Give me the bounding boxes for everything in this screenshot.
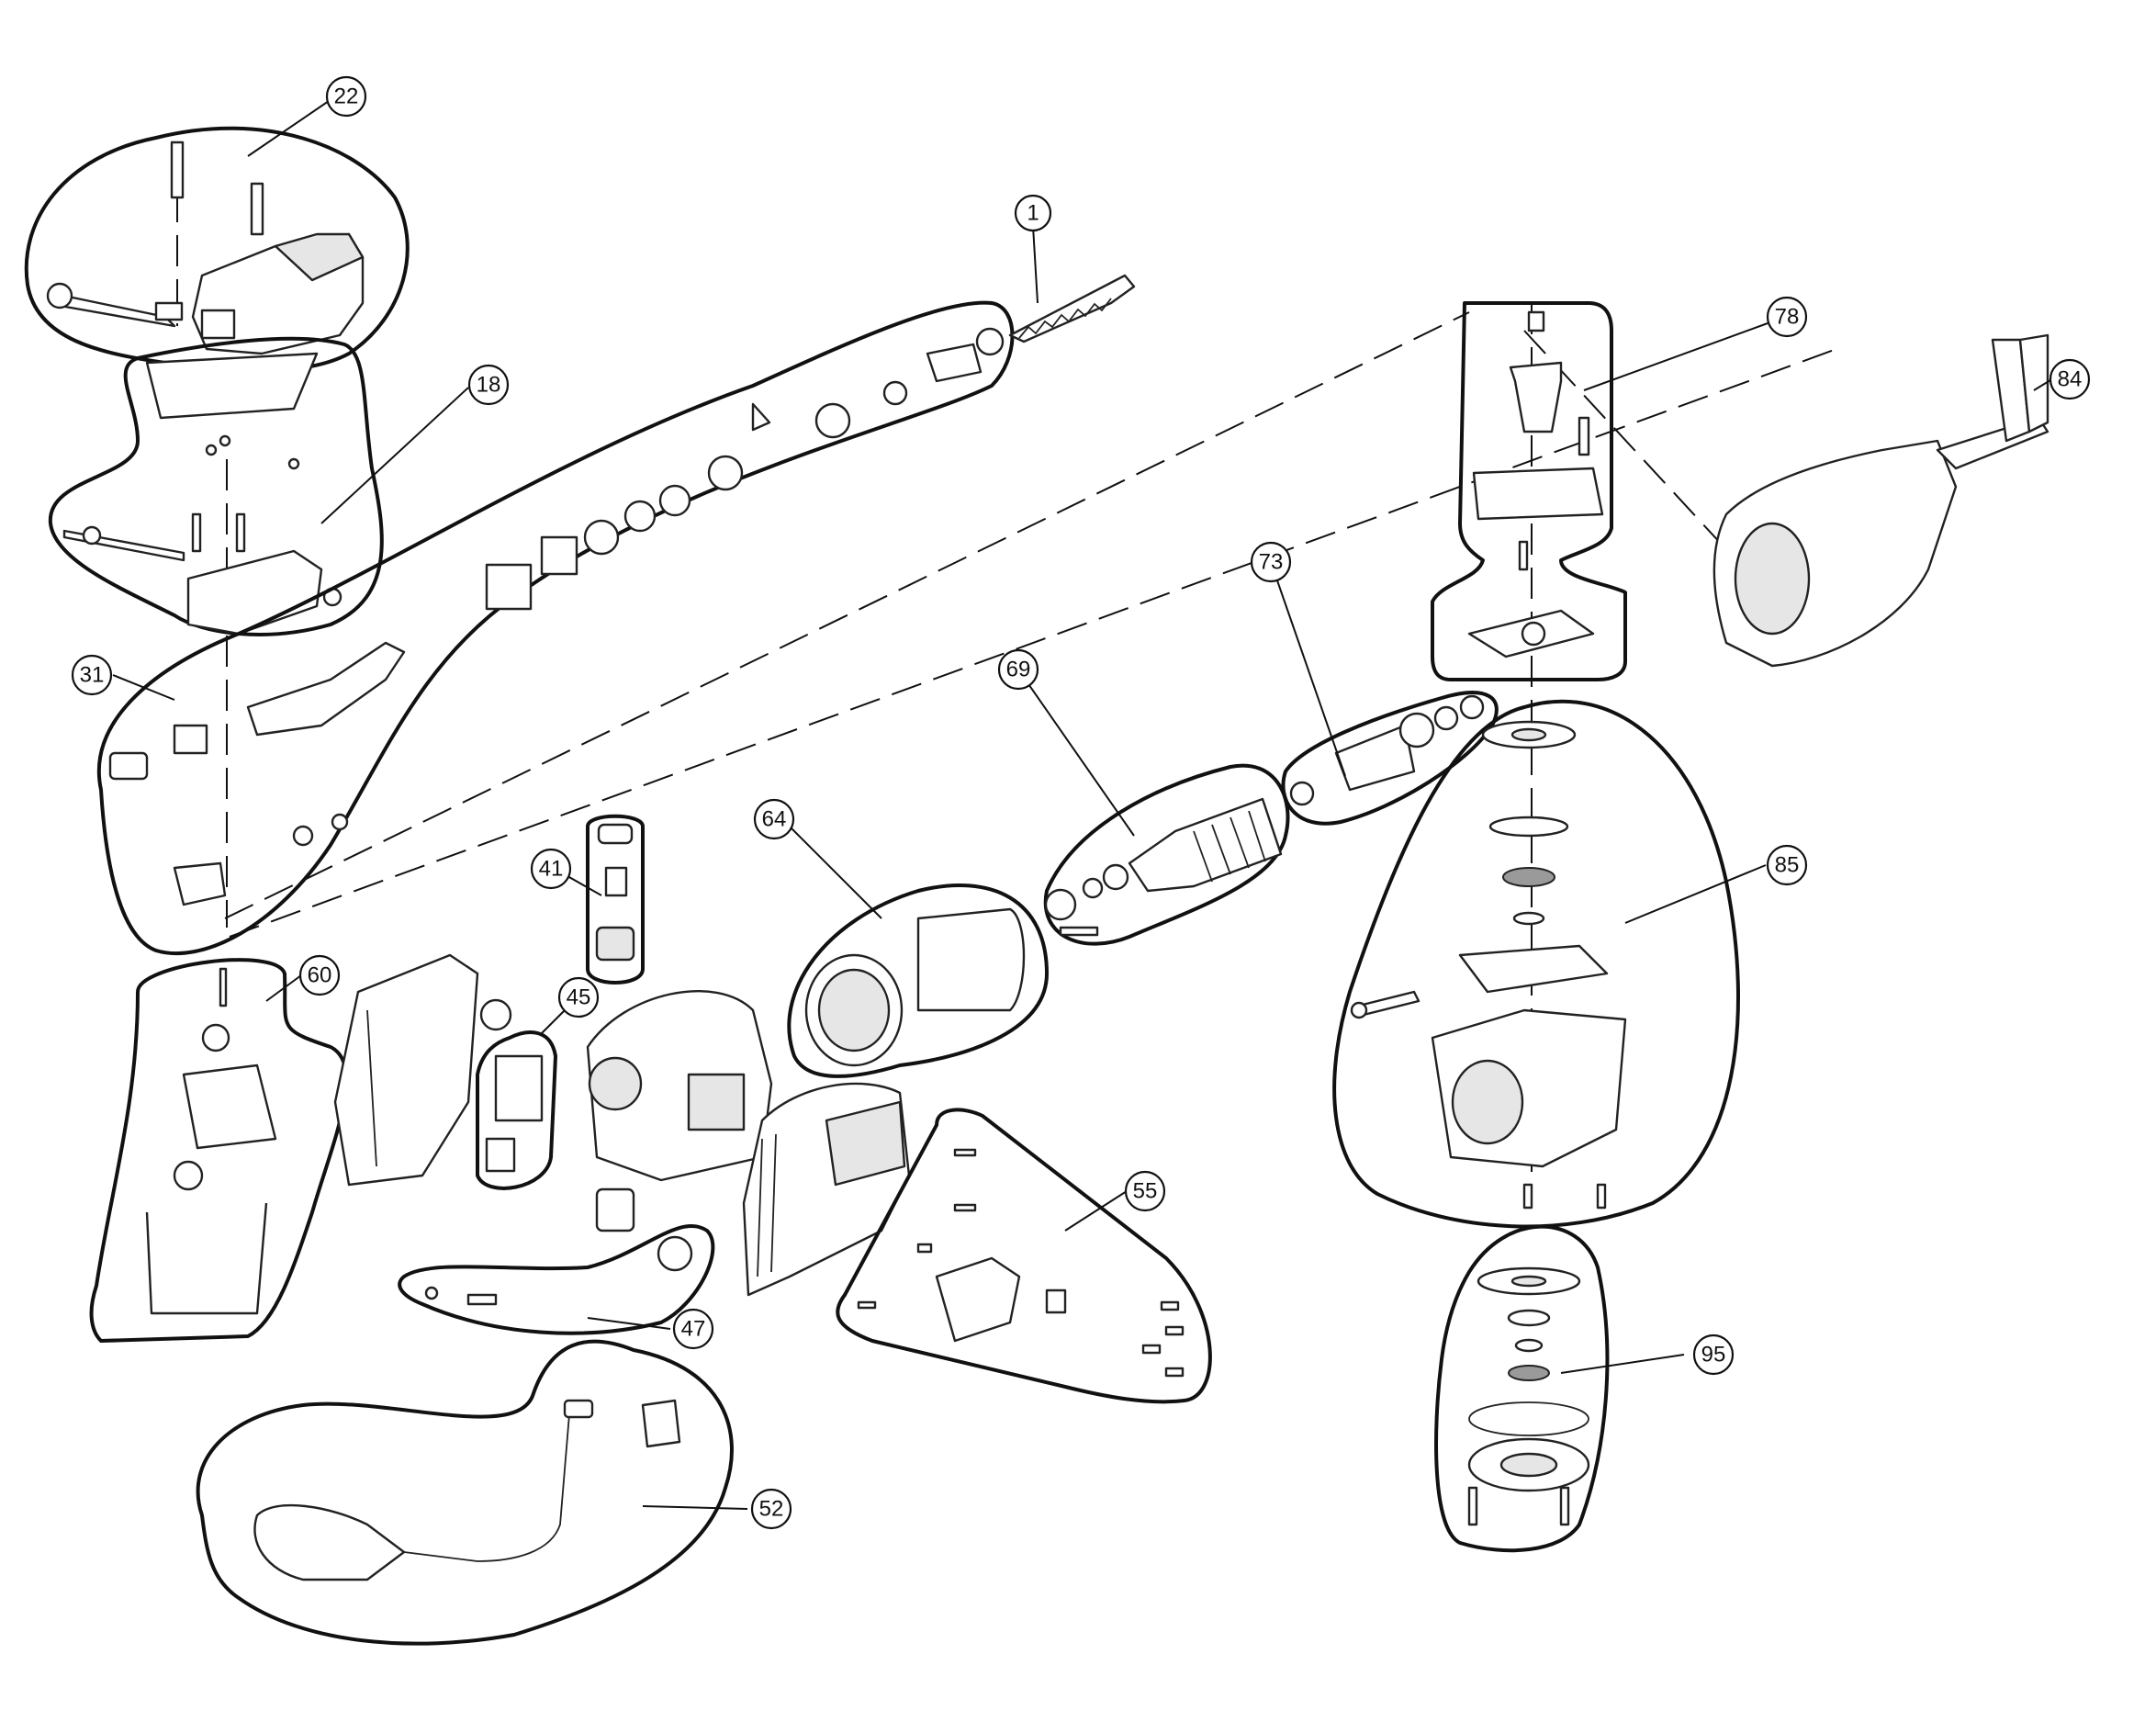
group-60-parts <box>145 967 277 1315</box>
motor-housing-center <box>586 990 773 1232</box>
svg-text:78: 78 <box>1775 305 1800 330</box>
group-47-outline <box>398 1224 715 1335</box>
callout-78: 78 <box>1766 296 1808 338</box>
group-60-outline <box>89 958 349 1343</box>
group-41-parts <box>595 823 635 962</box>
group-22-outline <box>24 126 410 373</box>
group-18-parts <box>62 352 342 636</box>
svg-text:55: 55 <box>1133 1179 1158 1204</box>
callout-95: 95 <box>1692 1334 1735 1376</box>
callout-73: 73 <box>1250 541 1292 583</box>
callout-85: 85 <box>1766 844 1808 886</box>
part-84-housing <box>1712 333 2049 668</box>
group-85-parts <box>1350 720 1627 1210</box>
svg-text:95: 95 <box>1701 1343 1726 1367</box>
group-55-parts <box>857 1148 1185 1378</box>
group-31-parts <box>108 327 1005 906</box>
callout-1: 1 <box>1014 194 1052 232</box>
group-64-parts <box>804 907 1026 1067</box>
group-18-outline <box>48 336 384 636</box>
callout-22: 22 <box>325 75 367 118</box>
callout-18: 18 <box>467 364 510 406</box>
group-69-parts <box>1044 797 1283 937</box>
svg-text:22: 22 <box>334 84 359 109</box>
group-64-outline <box>787 883 1049 1078</box>
svg-text:31: 31 <box>80 663 105 688</box>
group-45-parts <box>485 1054 544 1173</box>
group-52-outline <box>196 1339 734 1646</box>
svg-text:18: 18 <box>477 373 501 398</box>
svg-text:45: 45 <box>567 985 591 1010</box>
group-78-parts <box>1467 310 1604 658</box>
svg-text:84: 84 <box>2058 367 2083 392</box>
svg-text:1: 1 <box>1027 201 1039 226</box>
group-45-outline <box>476 1030 557 1190</box>
callout-84: 84 <box>2049 358 2091 400</box>
part-1-blade <box>1008 274 1136 343</box>
group-78-outline <box>1431 301 1627 681</box>
group-73-parts <box>1289 694 1485 806</box>
callout-64: 64 <box>753 798 795 840</box>
group-95-outline <box>1434 1224 1610 1553</box>
callout-69: 69 <box>997 648 1039 691</box>
callout-41: 41 <box>530 848 572 890</box>
group-95-parts <box>1467 1266 1590 1526</box>
svg-text:41: 41 <box>539 857 564 882</box>
callout-45: 45 <box>557 976 600 1018</box>
group-52-parts <box>253 1399 681 1581</box>
svg-text:69: 69 <box>1006 658 1031 682</box>
group-41-outline <box>586 814 645 985</box>
svg-text:64: 64 <box>762 807 787 832</box>
group-69-outline <box>1043 763 1290 946</box>
callout-60: 60 <box>298 954 341 996</box>
callout-47: 47 <box>672 1308 714 1350</box>
callout-55: 55 <box>1124 1170 1166 1212</box>
handle-housing <box>742 1082 911 1297</box>
svg-text:47: 47 <box>681 1317 706 1342</box>
svg-text:85: 85 <box>1775 853 1800 878</box>
group-47-parts <box>424 1235 693 1306</box>
housing-half-left <box>333 953 512 1187</box>
svg-text:60: 60 <box>308 963 332 988</box>
svg-text:73: 73 <box>1259 550 1284 575</box>
group-31-outline <box>96 300 1015 956</box>
group-22-parts <box>46 141 365 355</box>
callout-31: 31 <box>71 654 113 696</box>
callout-52: 52 <box>750 1488 792 1530</box>
svg-text:52: 52 <box>759 1497 784 1522</box>
group-55-outline <box>836 1108 1212 1404</box>
group-73-outline <box>1281 691 1499 826</box>
